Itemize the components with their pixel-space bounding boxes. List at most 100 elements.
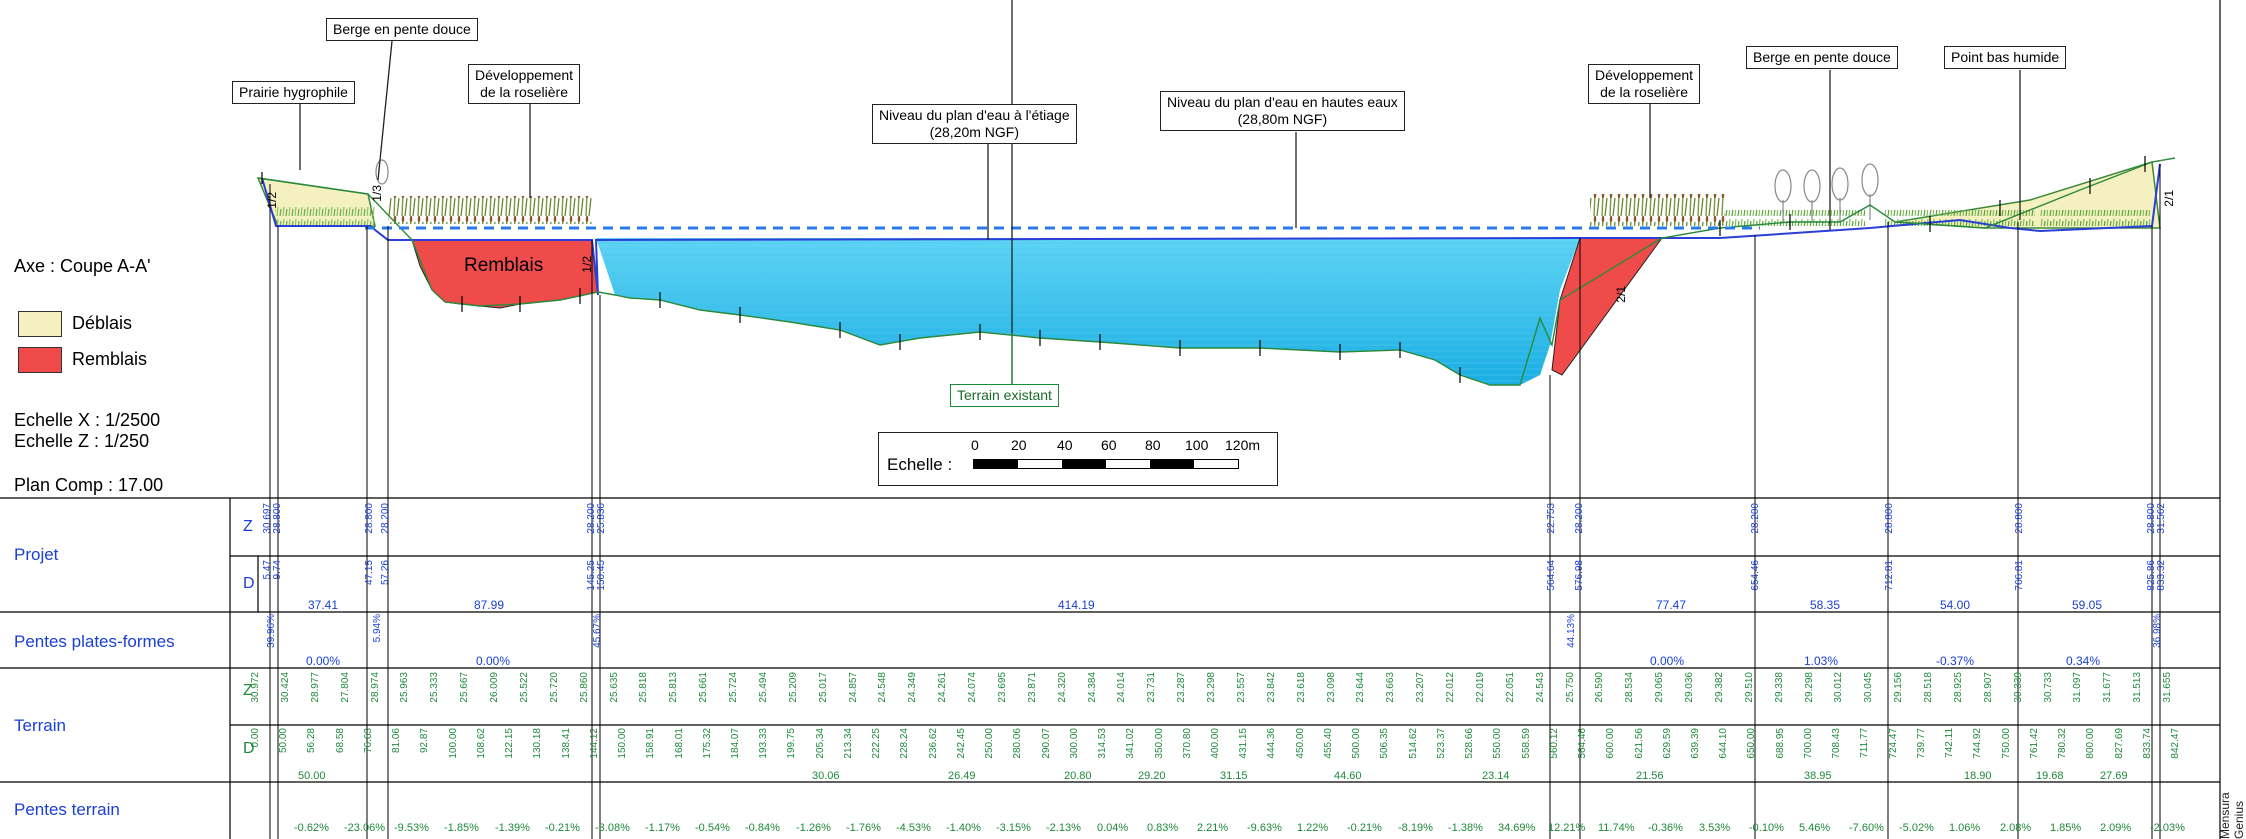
terrain-d-value: 130.18 [532,728,543,759]
terrain-d-value: 500.00 [1351,728,1362,759]
terrain-d-value: 450.00 [1295,728,1306,759]
terrain-z-value: 24.320 [1057,672,1068,703]
terrain-d-value: 744.92 [1972,728,1983,759]
terrain-z-value: 30.424 [280,672,291,703]
terrain-d-value: 150.00 [617,728,628,759]
slope-mid: 1/2 [580,256,594,273]
pentes-terrain-value: -3.08% [595,822,630,834]
terrain-z-value: 25.522 [519,672,530,703]
terrain-span-value: 19.68 [2036,770,2064,782]
terrain-d-value: 400.00 [1210,728,1221,759]
terrain-d-value: 621.56 [1634,728,1645,759]
pentes-terrain-value: -23.06% [344,822,385,834]
projet-z-value: 28.200 [1750,503,1761,534]
terrain-z-value: 24.014 [1116,672,1127,703]
terrain-d-value: 558.59 [1521,728,1532,759]
echelle-z: Echelle Z : 1/250 [14,431,150,451]
terrain-d-value: 76.63 [363,728,374,754]
row-terrain: Terrain [14,716,66,735]
terrain-z-value: 25.813 [668,672,679,703]
projet-z-value: 22.753 [1546,503,1557,534]
projet-z-label: Z [243,518,253,535]
terrain-d-value: 242.45 [956,728,967,759]
terrain-d-value: 341.02 [1125,728,1136,759]
callout-etiage: Niveau du plan d'eau à l'étiage(28,20m N… [872,104,1077,144]
terrain-z-value: 26.590 [1594,672,1605,703]
echelle-x: Echelle X : 1/2500 [14,410,161,430]
terrain-z-value: 25.667 [459,672,470,703]
pentes-terrain-value: -3.15% [996,822,1031,834]
plan-comp: Plan Comp : 17.00 [14,475,164,495]
terrain-d-value: 600.00 [1605,728,1616,759]
terrain-d-value: 175.32 [702,728,713,759]
scale-bar-label: Echelle : [887,455,953,474]
projet-d-label: D [243,575,255,592]
slope-left-bank: 1/2 [265,192,279,209]
terrain-z-label: Z [243,682,253,699]
terrain-d-value: 108.62 [476,728,487,759]
terrain-d-value: 711.77 [1859,728,1870,758]
terrain-z-value: 31.677 [2102,672,2113,703]
pentes-terrain-value: -1.17% [645,822,680,834]
terrain-z-value: 23.207 [1415,672,1426,703]
terrain-z-value: 24.384 [1087,672,1098,703]
terrain-z-value: 28.977 [310,672,321,703]
row-pentes-terrain: Pentes terrain [14,800,120,819]
terrain-z-value: 25.661 [698,672,709,703]
projet-d-value: 57.26 [380,560,391,586]
row-projet: Projet [14,545,59,564]
projet-z-value: 28.800 [272,503,283,534]
terrain-d-label: D [243,740,255,757]
terrain-z-value: 31.097 [2072,672,2083,703]
terrain-d-value: 199.75 [786,728,797,759]
terrain-d-value: 827.69 [2114,728,2125,759]
terrain-d-value: 550.00 [1492,728,1503,759]
terrain-d-value: 290.07 [1041,728,1052,759]
pentes-terrain-value: 2.09% [2100,822,2132,834]
slope-left-small: 1/3 [370,185,384,202]
terrain-d-value: 92.87 [419,728,430,754]
terrain-z-value: 24.857 [848,672,859,703]
scale-bar-graphic [973,459,1239,469]
terrain-z-value: 25.720 [549,672,560,703]
terrain-d-value: 314.53 [1097,728,1108,759]
projet-z-value: 28.800 [364,503,375,534]
terrain-d-value: 228.24 [899,728,910,759]
terrain-z-value: 30.012 [1833,672,1844,703]
terrain-d-value: 514.62 [1408,728,1419,759]
projet-span-value: 414.19 [1058,598,1095,612]
terrain-d-value: 564.46 [1577,728,1588,759]
projet-d-value: 9.74 [272,560,283,580]
pentes-terrain-value: -1.40% [946,822,981,834]
pentes-terrain-value: -8.19% [1398,822,1433,834]
terrain-z-value: 25.860 [579,672,590,703]
projet-d-value: 712.81 [1884,560,1895,591]
terrain-span-value: 29.20 [1138,770,1166,782]
callout-terrain-existant: Terrain existant [950,384,1059,407]
terrain-z-value: 25.963 [399,672,410,703]
terrain-z-value: 24.548 [877,672,888,703]
pentes-terrain-value: -1.26% [796,822,831,834]
terrain-z-value: 25.818 [638,672,649,703]
terrain-z-value: 24.543 [1535,672,1546,703]
terrain-span-value: 20.80 [1064,770,1092,782]
terrain-z-value: 30.045 [1863,672,1874,703]
terrain-d-value: 250.00 [984,728,995,759]
terrain-z-value: 23.287 [1176,672,1187,703]
projet-d-value: 766.81 [2014,560,2025,591]
pentes-terrain-value: 34.69% [1498,822,1536,834]
terrain-d-value: 370.80 [1182,728,1193,759]
pentes-terrain-value: 3.53% [1699,822,1731,834]
pentes-pf-value: 0.00% [1650,654,1685,668]
terrain-z-value: 24.261 [937,672,948,703]
terrain-d-value: 50.00 [278,728,289,754]
terrain-d-value: 0.00 [250,728,261,748]
terrain-z-value: 27.804 [340,672,351,703]
terrain-span-value: 23.14 [1482,770,1510,782]
terrain-d-value: 444.36 [1266,728,1277,759]
terrain-z-value: 29.382 [1714,672,1725,703]
terrain-z-value: 23.731 [1146,672,1157,703]
terrain-z-value: 29.036 [1684,672,1695,703]
projet-z-value: 28.200 [380,503,391,534]
